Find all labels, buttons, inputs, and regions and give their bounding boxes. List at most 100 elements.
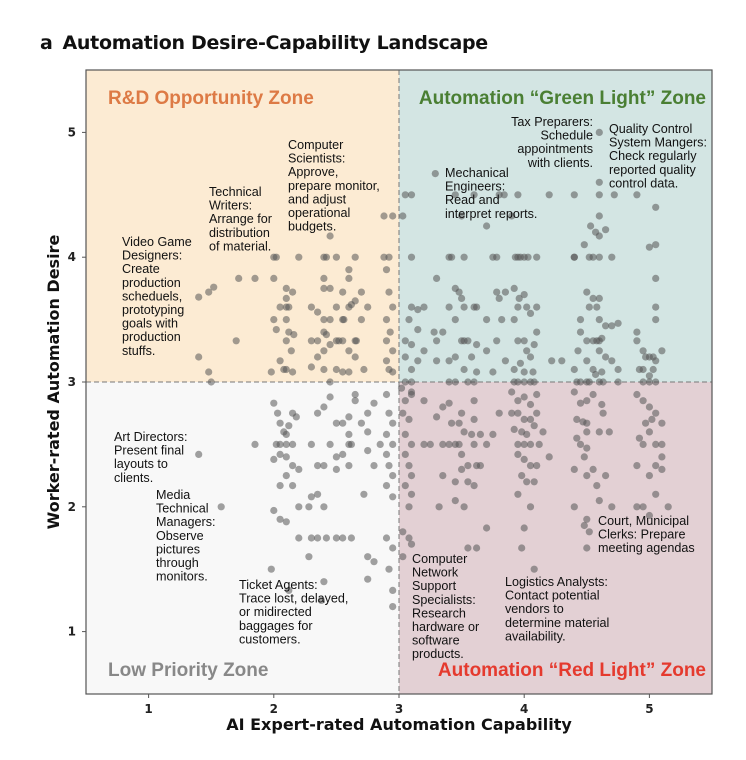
data-point	[635, 434, 644, 442]
data-point	[608, 503, 616, 511]
data-point	[345, 368, 353, 376]
data-point	[473, 303, 481, 311]
data-point	[539, 428, 547, 436]
data-point	[520, 337, 528, 345]
data-point	[648, 415, 656, 423]
data-point	[458, 294, 466, 302]
data-point	[282, 365, 290, 374]
data-point	[464, 378, 472, 386]
data-point	[593, 482, 601, 490]
data-point	[339, 450, 347, 458]
data-point	[399, 212, 407, 220]
data-point	[583, 288, 591, 296]
annotation-line: Managers:	[156, 515, 216, 529]
data-point	[598, 334, 606, 342]
data-point	[276, 450, 284, 458]
data-point	[320, 403, 328, 411]
data-point	[370, 558, 378, 566]
data-point	[473, 544, 481, 552]
data-point	[451, 353, 459, 361]
data-point	[405, 503, 413, 511]
data-point	[307, 337, 315, 345]
annotation-line: Specialists:	[412, 593, 476, 607]
data-point	[595, 212, 603, 220]
data-point	[376, 440, 384, 448]
data-point	[420, 397, 428, 405]
data-point	[317, 596, 325, 605]
data-point	[307, 363, 315, 371]
data-point	[445, 440, 453, 448]
data-point	[270, 455, 278, 463]
data-point	[652, 241, 660, 249]
annotation-line: Logistics Analysts:	[505, 575, 608, 589]
data-point	[470, 378, 478, 386]
data-point	[508, 409, 516, 417]
data-point	[523, 430, 531, 438]
data-point	[205, 368, 213, 376]
data-point	[658, 419, 666, 427]
data-point	[399, 409, 407, 417]
annotation-line: Read and	[445, 193, 500, 207]
data-point	[451, 191, 459, 199]
data-point	[451, 478, 459, 486]
data-point	[458, 465, 466, 473]
data-point	[518, 544, 526, 552]
annotation-line: Quality Control	[609, 122, 692, 136]
data-point	[652, 274, 660, 282]
data-point	[642, 419, 650, 427]
data-point	[639, 503, 647, 511]
annotation-line: production	[122, 330, 181, 344]
data-point	[576, 316, 585, 324]
data-point	[282, 440, 290, 448]
annotation-line: meeting agendas	[598, 541, 695, 555]
data-point	[389, 368, 397, 376]
data-point	[633, 503, 641, 511]
data-point	[332, 365, 340, 374]
data-point	[345, 413, 353, 421]
data-point	[598, 400, 606, 409]
data-point	[382, 316, 391, 324]
data-point	[307, 440, 315, 448]
data-point	[501, 288, 509, 296]
data-point	[520, 524, 528, 532]
data-point	[599, 409, 607, 417]
data-point	[595, 178, 603, 186]
data-point	[448, 253, 456, 261]
data-point	[595, 128, 603, 136]
data-point	[533, 303, 541, 311]
data-point	[658, 347, 666, 355]
zone-rd-opportunity-background	[86, 70, 399, 382]
data-point	[282, 472, 290, 480]
annotation-line: Observe	[156, 529, 204, 543]
data-point	[535, 440, 543, 448]
data-point	[526, 415, 535, 423]
data-point	[595, 316, 603, 324]
data-point	[292, 413, 300, 421]
data-point	[389, 493, 397, 501]
data-point	[658, 465, 666, 473]
annotation-line: Art Directors:	[114, 430, 187, 444]
annotation-line: software	[412, 634, 460, 648]
data-point	[470, 397, 478, 405]
data-point	[320, 316, 328, 324]
annotation-line: through	[156, 556, 199, 570]
data-point	[380, 212, 388, 220]
x-tick-label: 1	[144, 702, 152, 716]
data-point	[526, 353, 535, 361]
data-point	[470, 482, 478, 490]
data-point	[470, 415, 478, 423]
data-point	[364, 553, 372, 561]
data-point	[414, 357, 422, 365]
data-point	[483, 222, 491, 230]
data-point	[523, 347, 531, 355]
data-point	[526, 440, 535, 448]
data-point	[520, 291, 528, 299]
data-point	[364, 447, 372, 455]
data-point	[510, 316, 518, 324]
zone-rd-opportunity-label: R&D Opportunity Zone	[108, 88, 314, 109]
data-point	[407, 440, 416, 448]
data-point	[426, 440, 434, 448]
annotation-line: Mechanical	[445, 166, 509, 180]
